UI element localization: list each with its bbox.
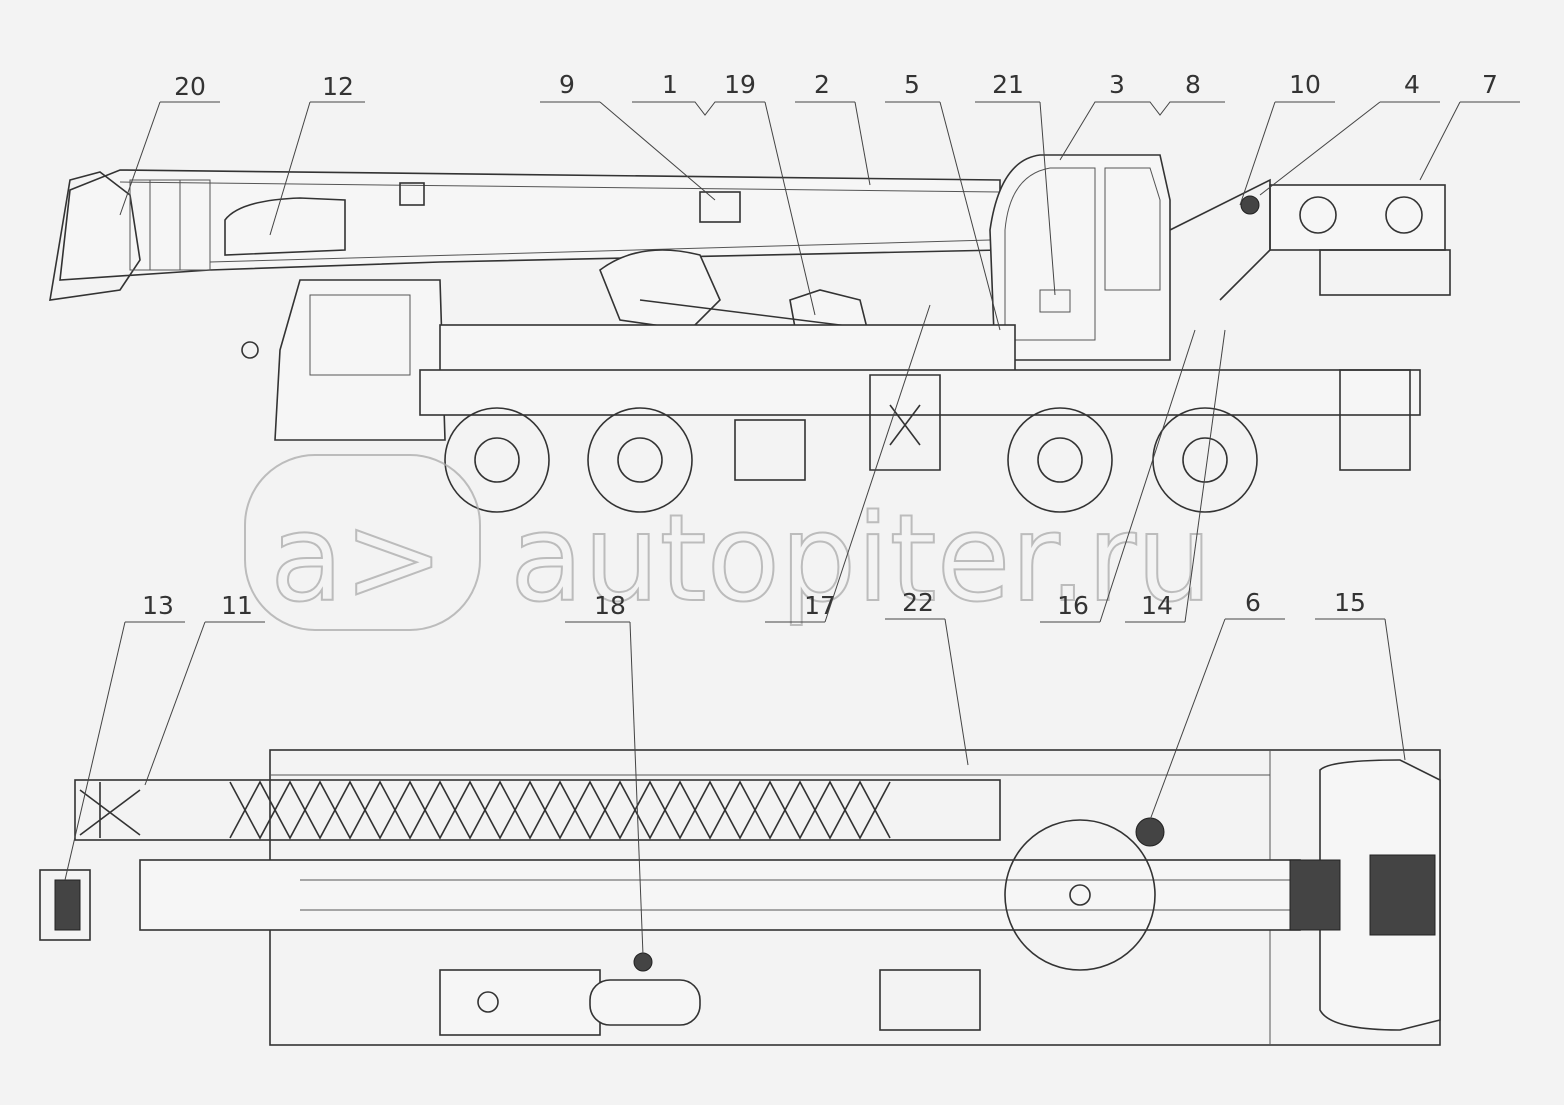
svg-text:22: 22	[902, 588, 934, 617]
counterweight	[1269, 184, 1446, 251]
callout-16: 16	[1040, 329, 1196, 623]
svg-text:13: 13	[142, 591, 174, 620]
callout-11: 11	[144, 591, 265, 786]
svg-text:10: 10	[1289, 70, 1321, 99]
svg-text:4: 4	[1404, 70, 1420, 99]
svg-text:9: 9	[559, 70, 575, 99]
callout-10: 10	[1239, 70, 1335, 206]
callout-4: 4	[1259, 70, 1440, 196]
callouts-top: 20 12 9 1 19 2 5 21 3 8 10 4 7	[119, 70, 1520, 331]
callout-8: 8	[1185, 70, 1201, 99]
callout-9: 9	[540, 70, 716, 201]
callout-3: 3	[1059, 70, 1225, 161]
carrier-cab	[274, 279, 446, 441]
side-view	[49, 154, 1451, 513]
callout-5: 5	[885, 70, 1001, 331]
slewing-ring	[1004, 819, 1156, 971]
top-view	[39, 749, 1441, 1046]
svg-text:2: 2	[814, 70, 830, 99]
main-boom-top	[139, 859, 1301, 931]
svg-text:19: 19	[724, 70, 756, 99]
svg-text:5: 5	[904, 70, 920, 99]
svg-text:11: 11	[221, 591, 253, 620]
svg-text:6: 6	[1245, 588, 1261, 617]
svg-text:20: 20	[174, 72, 206, 101]
operator-cab	[989, 154, 1171, 361]
callout-15: 15	[1315, 588, 1406, 761]
svg-text:3: 3	[1109, 70, 1125, 99]
svg-text:8: 8	[1185, 70, 1201, 99]
callout-19: 19	[724, 70, 816, 316]
svg-text:15: 15	[1334, 588, 1366, 617]
svg-text:14: 14	[1141, 591, 1173, 620]
callout-2: 2	[795, 70, 871, 186]
callout-18: 18	[565, 591, 644, 956]
chassis	[439, 324, 1016, 376]
callout-13: 13	[64, 591, 185, 881]
callouts-lower: 13 11 18 17 22 16 14 6 15	[64, 304, 1406, 956]
svg-text:17: 17	[804, 591, 836, 620]
callout-21: 21	[975, 70, 1056, 296]
callout-14: 14	[1125, 329, 1226, 623]
lattice-jib	[74, 779, 1001, 841]
callout-17: 17	[765, 304, 931, 623]
svg-text:7: 7	[1482, 70, 1498, 99]
callout-20: 20	[119, 72, 220, 216]
callout-12: 12	[269, 72, 365, 236]
svg-text:18: 18	[594, 591, 626, 620]
callout-22: 22	[885, 588, 969, 766]
callout-7: 7	[1419, 70, 1520, 181]
svg-text:1: 1	[662, 70, 678, 99]
svg-text:12: 12	[322, 72, 354, 101]
watermark-logo: a>	[270, 490, 444, 629]
callout-1: 1	[632, 70, 765, 116]
callout-6: 6	[1149, 588, 1285, 821]
svg-text:16: 16	[1057, 591, 1089, 620]
svg-text:21: 21	[992, 70, 1024, 99]
